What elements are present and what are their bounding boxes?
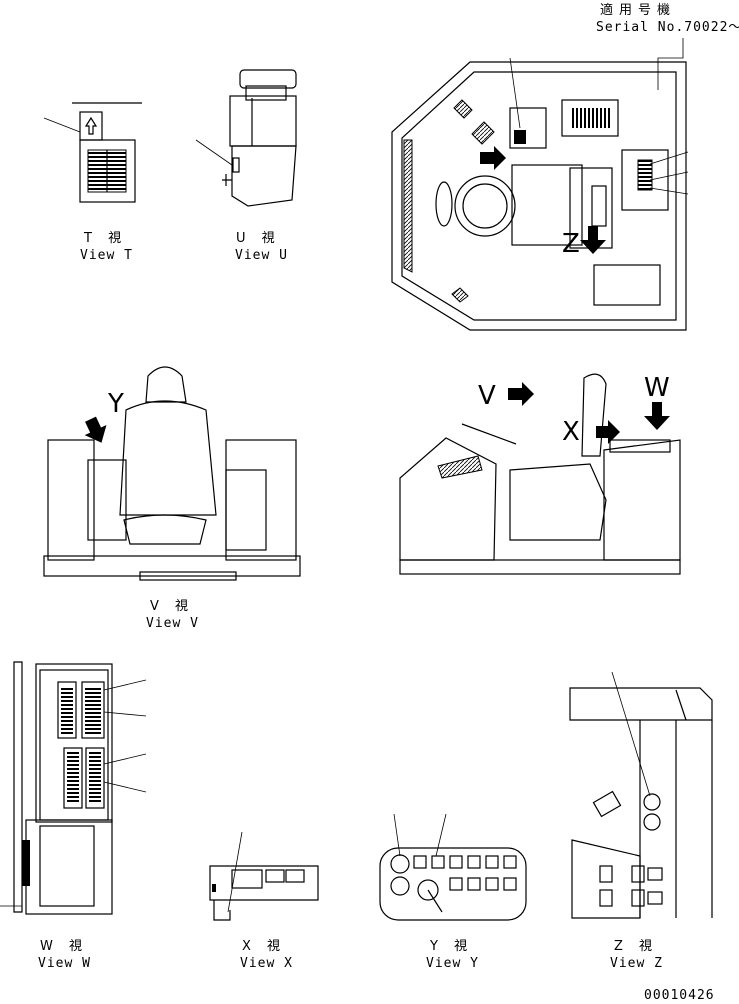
view-z-drawing bbox=[569, 671, 713, 919]
cab-top-view bbox=[391, 57, 689, 331]
view-u-label: View U bbox=[235, 248, 288, 263]
view-x-marker: X bbox=[562, 417, 580, 447]
view-v-marker: V bbox=[478, 381, 496, 411]
view-x-label: View X bbox=[240, 956, 293, 971]
view-x-jp-label: X 視 bbox=[242, 939, 286, 954]
view-t-jp-label: T 視 bbox=[83, 231, 127, 246]
arrow-up-icon bbox=[84, 116, 98, 135]
serial-leader-line bbox=[657, 38, 684, 90]
applicable-label: 適用号機 bbox=[600, 2, 676, 18]
view-w-marker: W bbox=[644, 373, 670, 403]
view-y-label: View Y bbox=[426, 956, 479, 971]
serial-header: 適用号機 Serial No.70022～ bbox=[596, 2, 739, 90]
view-u-jp-label: U 視 bbox=[236, 231, 281, 246]
view-y-drawing bbox=[379, 813, 527, 921]
view-v-label: View V bbox=[146, 616, 199, 631]
view-y-jp-label: Y 視 bbox=[429, 939, 473, 954]
view-z-marker: Z bbox=[562, 229, 580, 259]
view-z-label: View Z bbox=[610, 956, 663, 971]
arrow-down-icon bbox=[580, 226, 606, 254]
view-t-label: View T bbox=[80, 248, 133, 263]
view-w-drawing bbox=[0, 661, 147, 915]
view-u-drawing bbox=[195, 69, 297, 207]
view-w-jp-label: W 視 bbox=[40, 939, 88, 954]
view-w-label: View W bbox=[38, 956, 91, 971]
view-v-drawing bbox=[43, 366, 301, 581]
arrow-right-icon bbox=[480, 146, 506, 170]
side-view-drawing bbox=[399, 373, 681, 575]
drawing-number: 00010426 bbox=[644, 988, 715, 1003]
view-z-jp-label: Z 視 bbox=[614, 939, 658, 954]
serial-number-label: Serial No.70022～ bbox=[596, 20, 739, 35]
view-t-drawing bbox=[43, 102, 142, 203]
view-x-drawing bbox=[209, 831, 319, 921]
view-v-jp-label: V 視 bbox=[150, 599, 194, 614]
view-y-marker: Y bbox=[107, 389, 124, 419]
